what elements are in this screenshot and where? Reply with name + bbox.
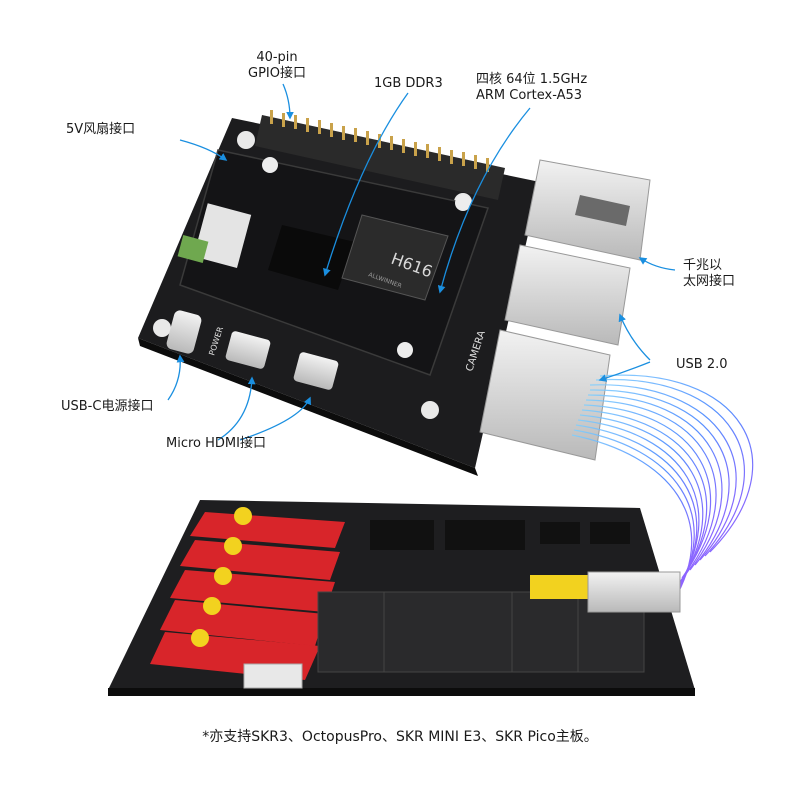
arrow-fan (179, 139, 228, 161)
cpu-label-line2: ARM Cortex-A53 (476, 88, 583, 103)
wifi-chip (177, 235, 209, 263)
cpu-label: 四核 64位 1.5GHz ARM Cortex-A53 (476, 72, 587, 104)
mainboard-usb-port (587, 571, 681, 613)
header-connectors (370, 520, 630, 550)
mount-hole (237, 131, 255, 149)
ethernet-label: 千兆以 太网接口 (683, 258, 735, 290)
micro-hdmi-port-2 (293, 352, 339, 390)
mount-hole (421, 401, 439, 419)
module-hole (455, 195, 471, 211)
ethernet-label-line2: 太网接口 (683, 274, 736, 289)
gpio-header (255, 110, 505, 200)
gpio-label: 40-pin GPIO接口 (248, 50, 306, 82)
soc-chip: H616 ALLWINNER (341, 214, 449, 301)
usb-port-upper (504, 244, 631, 346)
arrow-ethernet (638, 257, 676, 271)
white-connector (243, 663, 303, 689)
usb-port-lower (479, 329, 611, 461)
cpu-label-line1: 四核 64位 1.5GHz (476, 72, 588, 87)
printer-mainboard (108, 500, 695, 696)
arrow-ddr3 (323, 92, 409, 277)
stepper-driver-sockets (150, 507, 345, 680)
ddr3-chip (268, 225, 355, 290)
arrow-hdmi-1 (217, 376, 256, 441)
mount-hole (153, 319, 171, 337)
module-hole (397, 342, 413, 358)
module-hole (262, 157, 278, 173)
usbc-port (166, 310, 202, 354)
arrow-usbc (167, 354, 185, 401)
arrow-hdmi-2 (239, 396, 311, 441)
screw-terminals (317, 591, 645, 673)
callout-arrows (167, 83, 676, 441)
sbc-board: H616 ALLWINNER CAMERA POWER (138, 110, 651, 476)
usb-cable (571, 374, 753, 603)
sbc-pcb-edge (138, 338, 478, 476)
arrow-cpu (437, 107, 531, 294)
usbc-label: USB-C电源接口 (61, 399, 154, 414)
hdmi-label: Micro HDMI接口 (166, 436, 266, 451)
gpio-label-line1: 40-pin (256, 50, 298, 65)
micro-hdmi-port-1 (225, 331, 271, 369)
wifi-module (193, 203, 252, 268)
arrow-gpio (282, 83, 294, 120)
ddr3-label: 1GB DDR3 (374, 76, 443, 91)
support-caption: *亦支持SKR3、OctopusPro、SKR MINI E3、SKR Pico… (202, 729, 598, 745)
arrow-usb2 (618, 313, 651, 361)
power-connector (530, 575, 588, 599)
usb2-label: USB 2.0 (676, 357, 728, 372)
mainboard-edge (108, 688, 695, 696)
gpio-label-line2: GPIO接口 (248, 66, 306, 81)
arrow-usb2-lower (598, 361, 651, 382)
io-port-stack (479, 159, 651, 461)
fan-label: 5V风扇接口 (66, 122, 136, 137)
ethernet-label-line1: 千兆以 (683, 258, 723, 273)
